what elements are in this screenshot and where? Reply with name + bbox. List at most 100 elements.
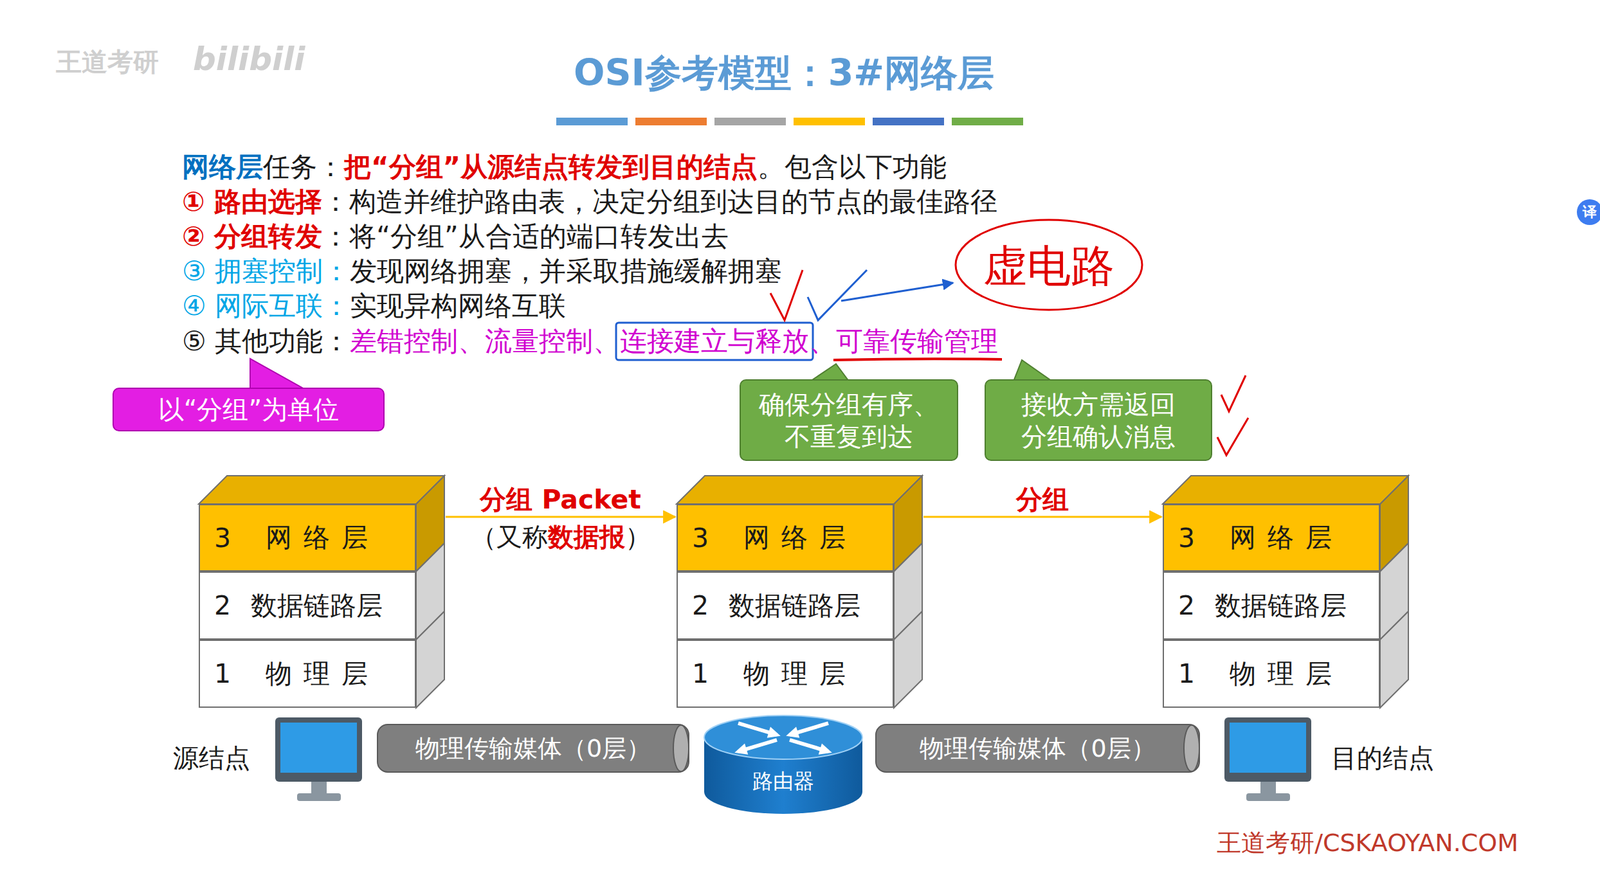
- layer-number: 1: [1178, 658, 1205, 690]
- line-text: ：构造并维护路由表，决定分组到达目的节点的最佳路径: [322, 185, 998, 219]
- router-top: [704, 715, 863, 760]
- function-line: ① 路由选择：构造并维护路由表，决定分组到达目的节点的最佳路径: [181, 185, 998, 219]
- translate-badge: [1576, 199, 1600, 226]
- watermark: 王道考研: [55, 44, 159, 80]
- layer-number: 2: [1178, 590, 1205, 622]
- line-text: ④ 网际互联：: [181, 290, 350, 323]
- node-caption: 源结点: [172, 740, 251, 777]
- layer-name: 数据链路层: [1204, 588, 1357, 624]
- layer-box: 2数据链路层: [676, 571, 894, 640]
- layer-box: 3网络层: [198, 504, 417, 572]
- decor: [198, 270, 1409, 815]
- callout-box: 接收方需返回 分组确认消息: [984, 379, 1213, 462]
- layer-number: 3: [214, 522, 241, 554]
- layer-box: 2数据链路层: [1162, 571, 1381, 640]
- function-line: ② 分组转发：将“分组”从合适的端口转发出去: [181, 220, 729, 253]
- callout-box: 以“分组”为单位: [112, 387, 385, 432]
- layer-number: 2: [691, 590, 719, 622]
- layer-number: 1: [691, 658, 719, 690]
- line-text: 、: [809, 325, 837, 358]
- line-text: ② 分组转发: [181, 220, 323, 253]
- layer-number: 2: [214, 590, 241, 622]
- function-line: ④ 网际互联：实现异构网络互联: [181, 290, 566, 323]
- line-text: ③ 拥塞控制：: [181, 255, 350, 288]
- check-mark: [1221, 375, 1246, 412]
- line-text: 任务：: [263, 151, 345, 184]
- layer-name: 数据链路层: [240, 588, 393, 624]
- check-mark: [1217, 418, 1249, 456]
- line-text: ⑤ 其他功能：: [181, 325, 350, 358]
- function-line: ⑤ 其他功能：差错控制、流量控制、连接建立与释放、可靠传输管理: [181, 325, 999, 358]
- node-caption: 目的结点: [1331, 740, 1435, 777]
- edge-note-text: ）: [625, 522, 651, 552]
- tube-end: [673, 725, 689, 772]
- layer-top: [1162, 475, 1409, 505]
- hand-arrow: [841, 282, 954, 301]
- function-line: ③ 拥塞控制：发现网络拥塞，并采取措施缓解拥塞: [181, 255, 782, 288]
- layer-box: 3网络层: [676, 504, 894, 572]
- router-arrowhead: [818, 744, 833, 755]
- layer-name: 网络层: [240, 520, 393, 556]
- line-text: 差错控制、流量控制、: [349, 325, 620, 358]
- tube-body: [377, 724, 689, 773]
- callout-pointer: [250, 358, 306, 390]
- title-bars: [556, 117, 1024, 126]
- line-text: 。包含以下功能: [757, 151, 947, 184]
- layer-name: 数据链路层: [718, 588, 871, 624]
- computer-icon: [275, 717, 363, 802]
- node-text: 物理传输媒体（0层）: [415, 732, 651, 766]
- edge-label: 分组: [1012, 484, 1073, 515]
- line-text: 实现异构网络互联: [349, 290, 566, 323]
- layer-name: 物理层: [240, 656, 393, 692]
- layer-top: [676, 475, 923, 505]
- hand-underline: [833, 358, 1002, 361]
- router-icon: 路由器: [704, 714, 863, 807]
- edge-note-text: 数据报: [547, 522, 626, 552]
- medium-tube: 物理传输媒体（0层）: [377, 724, 689, 773]
- layer-box: 3网络层: [1162, 504, 1381, 572]
- node-text: 确保分组有序、 不重复到达: [754, 388, 943, 453]
- line-text: ① 路由选择: [181, 185, 323, 219]
- line-text: 发现网络拥塞，并采取措施缓解拥塞: [349, 255, 782, 288]
- check-mark: [807, 270, 867, 321]
- watermark: bilibili: [192, 40, 305, 78]
- slide-title: OSI参考模型：3#网络层: [573, 48, 995, 99]
- layer-side: [893, 611, 923, 709]
- line-text: 把“分组”从源结点转发到目的结点: [344, 151, 758, 184]
- layer-name: 网络层: [718, 520, 871, 556]
- layer-box: 1物理层: [676, 639, 894, 709]
- node-text: 以“分组”为单位: [158, 393, 339, 426]
- layer-name: 物理层: [1204, 656, 1357, 692]
- router-arrowhead: [767, 727, 781, 739]
- hand-ellipse: [955, 219, 1143, 310]
- layer-number: 3: [691, 522, 719, 554]
- layer-name: 网络层: [1204, 520, 1357, 556]
- callout-pointer: [1013, 360, 1053, 382]
- layer-number: 1: [214, 658, 241, 690]
- layer-number: 3: [1178, 522, 1205, 554]
- layer-name: 物理层: [718, 656, 871, 692]
- edge-note: （又称数据报）: [468, 522, 654, 552]
- translate-icon: 译: [1582, 202, 1597, 222]
- tube-end: [1183, 725, 1200, 772]
- line-text: 连接建立与释放: [619, 325, 810, 358]
- layer-box: 1物理层: [198, 639, 417, 709]
- handwritten-note: 虚电路: [983, 237, 1115, 296]
- layer-box: 1物理层: [1162, 639, 1381, 709]
- packet-arrow: [923, 516, 1162, 519]
- layer-side: [1380, 611, 1409, 709]
- footer-mark: 王道考研/CSKAOYAN.COM: [1216, 827, 1519, 860]
- callout-pointer: [810, 363, 849, 382]
- hand-box: [616, 322, 813, 361]
- router-arrowhead: [734, 744, 748, 755]
- layer-box: 2数据链路层: [198, 571, 417, 640]
- router-arrowhead: [785, 727, 800, 739]
- tube-body: [875, 724, 1200, 773]
- edge-label: 分组 Packet: [475, 484, 646, 515]
- medium-tube: 物理传输媒体（0层）: [875, 724, 1200, 773]
- edge-note-text: （又称: [470, 522, 548, 552]
- function-line: 网络层任务：把“分组”从源结点转发到目的结点。包含以下功能: [181, 151, 947, 184]
- node-text: 路由器: [752, 767, 815, 797]
